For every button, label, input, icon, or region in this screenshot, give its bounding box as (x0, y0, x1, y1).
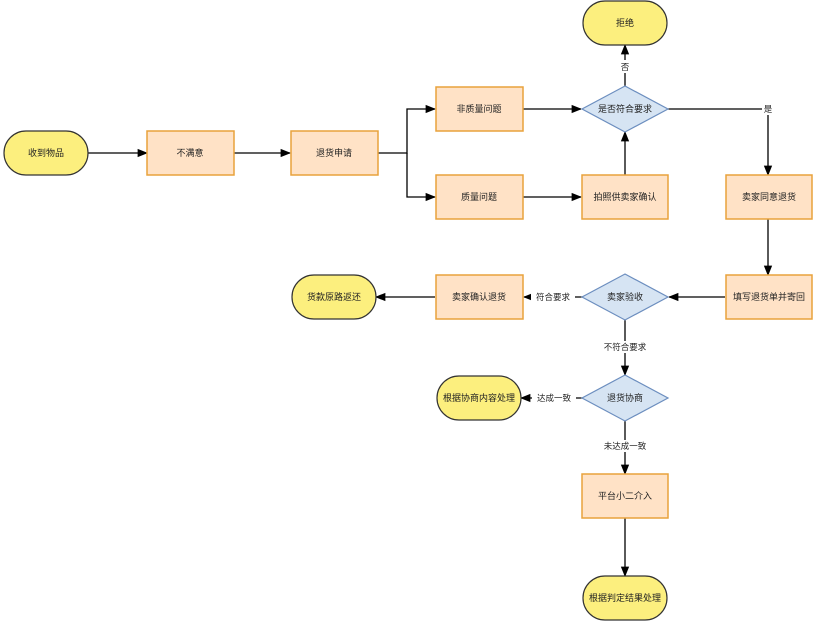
node-apply-label: 退货申请 (316, 147, 352, 159)
edge-label-not-meets: 不符合要求 (604, 342, 647, 353)
node-negotiate: 退货协商 (580, 374, 670, 422)
node-seller-agree: 卖家同意退货 (725, 174, 813, 220)
edge-label-no: 否 (621, 63, 630, 73)
node-negotiate-label: 退货协商 (607, 392, 643, 404)
node-unsatisfied: 不满意 (146, 130, 235, 176)
node-meets-requirement-label: 是否符合要求 (598, 103, 652, 115)
node-receive-label: 收到物品 (28, 147, 64, 159)
node-by-agreement: 根据协商内容处理 (436, 375, 522, 421)
node-reject-label: 拒绝 (616, 17, 634, 29)
edge-label-meets: 符合要求 (536, 292, 571, 303)
node-non-quality-label: 非质量问题 (456, 103, 501, 115)
node-non-quality: 非质量问题 (435, 86, 524, 132)
node-refund-label: 货款原路返还 (307, 291, 361, 303)
node-reject: 拒绝 (582, 0, 668, 46)
node-seller-agree-label: 卖家同意退货 (742, 191, 796, 203)
node-platform-label: 平台小二介入 (598, 490, 652, 502)
edge-label-not-agreed: 未达成一致 (604, 441, 647, 452)
node-seller-confirm-label: 卖家确认退货 (452, 291, 506, 303)
edge-meets-selleragree (668, 108, 773, 177)
node-fill-form: 填写退货单并寄回 (725, 274, 813, 320)
node-unsatisfied-label: 不满意 (176, 147, 203, 159)
node-meets-requirement: 是否符合要求 (580, 85, 670, 133)
node-quality-label: 质量问题 (461, 191, 497, 203)
node-refund: 货款原路返还 (291, 274, 377, 320)
edge-apply-quality (406, 153, 437, 202)
edge-label-yes: 是 (764, 105, 773, 115)
node-photo: 拍照供卖家确认 (581, 174, 669, 220)
node-seller-inspect: 卖家验收 (580, 273, 670, 321)
node-fill-form-label: 填写退货单并寄回 (733, 291, 805, 303)
node-by-agreement-label: 根据协商内容处理 (443, 392, 515, 404)
node-receive: 收到物品 (3, 130, 89, 176)
node-by-ruling-label: 根据判定结果处理 (589, 592, 661, 604)
node-photo-label: 拍照供卖家确认 (593, 191, 656, 203)
edge-labels: 否 是 符合要求 不符合要求 达成一致 未达成一致 (531, 60, 774, 452)
node-apply: 退货申请 (290, 130, 379, 176)
node-seller-inspect-label: 卖家验收 (607, 291, 643, 303)
node-seller-confirm: 卖家确认退货 (435, 274, 524, 320)
node-by-ruling: 根据判定结果处理 (582, 575, 668, 621)
edge-label-agreed: 达成一致 (537, 393, 572, 404)
node-platform: 平台小二介入 (581, 473, 669, 519)
edge-apply-nonquality (378, 104, 437, 154)
node-quality: 质量问题 (435, 174, 524, 220)
